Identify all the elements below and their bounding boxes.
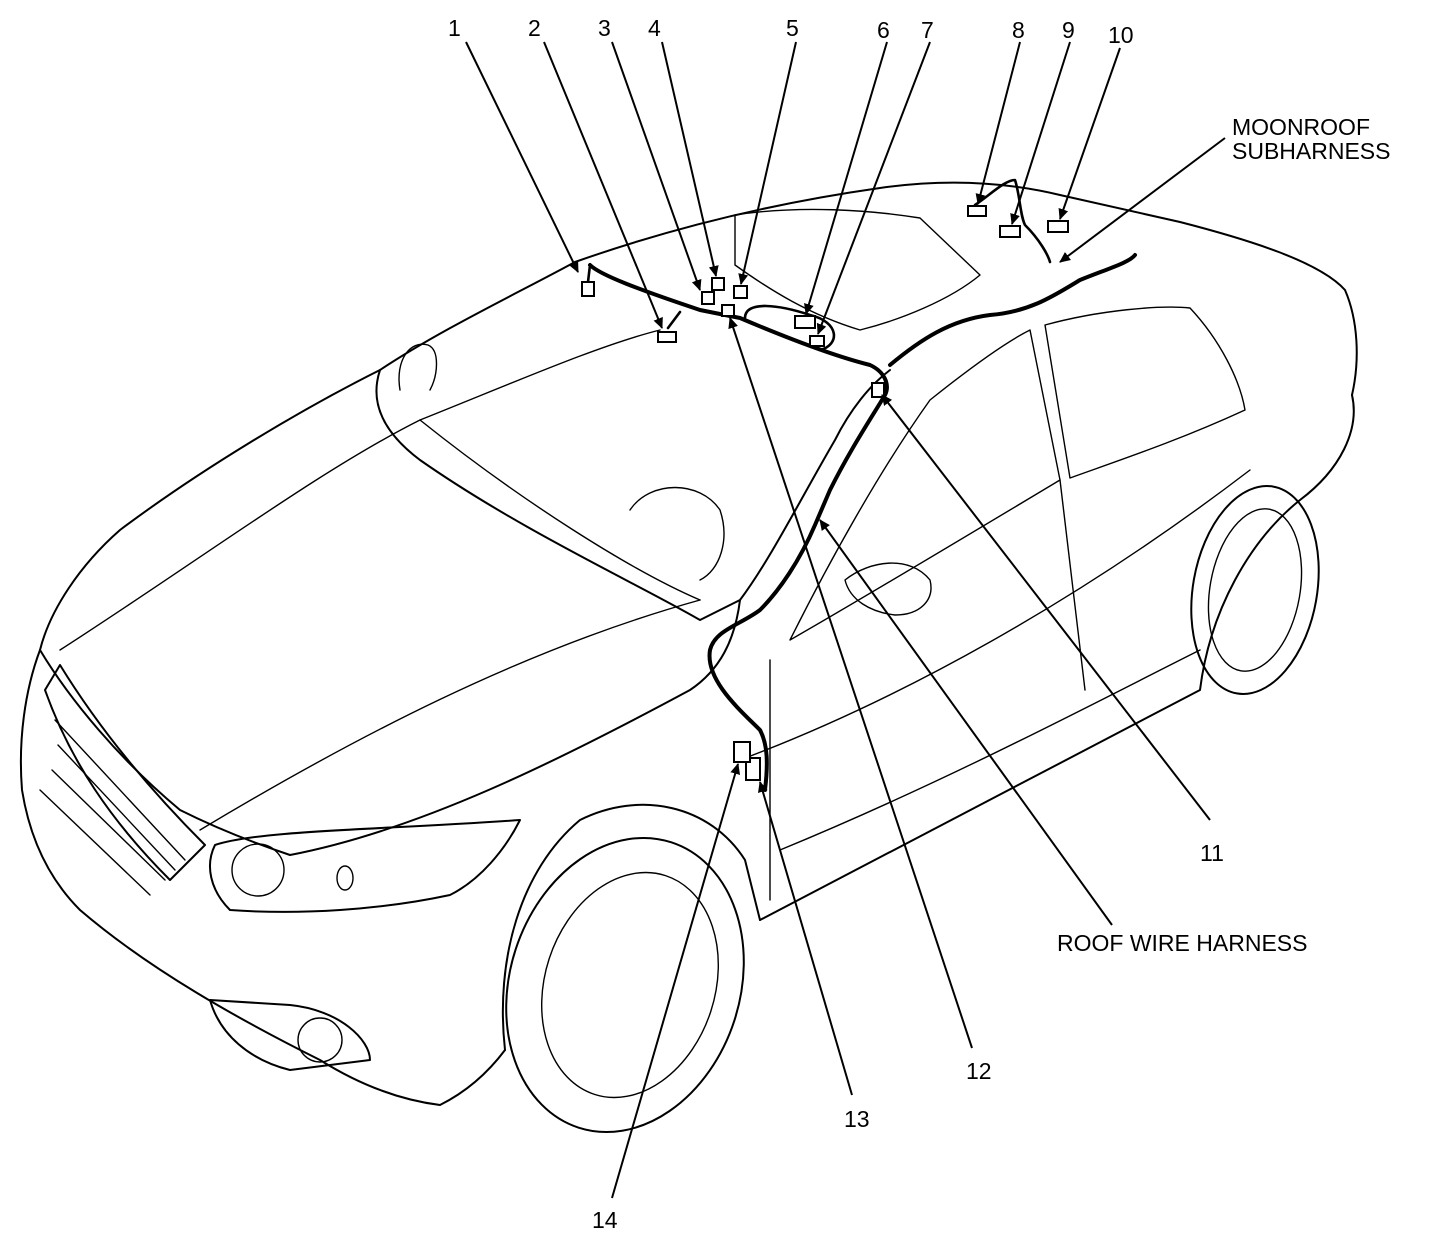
front-fender bbox=[501, 803, 761, 1051]
connector-11 bbox=[871, 382, 885, 398]
connector-13 bbox=[745, 757, 761, 781]
rear-wheel bbox=[1190, 485, 1320, 695]
leader-3 bbox=[611, 41, 702, 291]
leader-9 bbox=[1010, 41, 1071, 225]
leader-5 bbox=[738, 41, 797, 285]
leader-4 bbox=[661, 41, 719, 277]
fog-light-lens bbox=[297, 1017, 343, 1063]
callout-3: 3 bbox=[598, 15, 611, 41]
leader-6 bbox=[804, 41, 888, 315]
callout-11: 11 bbox=[1200, 840, 1224, 866]
harness-branch-1 bbox=[586, 263, 592, 284]
front-wheel-rim bbox=[540, 871, 720, 1099]
callout-9: 9 bbox=[1062, 17, 1075, 43]
roof-wire-harness-path bbox=[586, 178, 1137, 792]
moonroof-subharness-label-line1: MOONROOF bbox=[1232, 114, 1370, 140]
connectors bbox=[581, 205, 1069, 781]
leader-8 bbox=[975, 41, 1021, 205]
front-fascia bbox=[19, 649, 506, 1106]
roof-outline bbox=[574, 181, 1358, 396]
leader-7 bbox=[816, 41, 931, 335]
leader-lines bbox=[465, 41, 1226, 1199]
roof-harness-main bbox=[588, 263, 889, 792]
connector-5 bbox=[733, 285, 748, 299]
moonroof-subharness-path bbox=[973, 178, 1052, 264]
connector-6 bbox=[794, 315, 816, 329]
side-mirror bbox=[844, 562, 932, 616]
rear-wheel-rim bbox=[1207, 508, 1303, 672]
side-body bbox=[759, 394, 1355, 921]
door-line bbox=[769, 479, 1086, 901]
headlight bbox=[209, 819, 521, 913]
connector-2 bbox=[657, 331, 677, 343]
grille-bars bbox=[39, 719, 186, 896]
callout-14: 14 bbox=[592, 1207, 618, 1233]
callout-numbers: 1 2 3 4 5 6 7 8 9 10 11 12 13 14 bbox=[448, 15, 1224, 1233]
harness-branch-2 bbox=[666, 310, 682, 330]
callout-10: 10 bbox=[1108, 22, 1134, 48]
callout-13: 13 bbox=[844, 1106, 870, 1132]
callout-1: 1 bbox=[448, 15, 461, 41]
connector-1 bbox=[581, 281, 595, 297]
leader-12 bbox=[728, 317, 973, 1049]
leader-11 bbox=[881, 394, 1211, 821]
side-character-line bbox=[739, 469, 1251, 851]
windshield-inner bbox=[419, 329, 701, 601]
callout-8: 8 bbox=[1012, 17, 1025, 43]
callout-5: 5 bbox=[786, 15, 799, 41]
leader-13 bbox=[758, 781, 853, 1096]
leader-roof-wire-harness bbox=[819, 519, 1113, 926]
callout-6: 6 bbox=[877, 17, 890, 43]
moonroof-panel bbox=[734, 208, 981, 331]
hood-crease bbox=[59, 419, 701, 831]
front-wheel bbox=[505, 836, 745, 1134]
roof-wire-harness-label: ROOF WIRE HARNESS bbox=[1057, 930, 1307, 956]
grille bbox=[44, 664, 206, 881]
callout-7: 7 bbox=[921, 17, 934, 43]
connector-3 bbox=[701, 291, 715, 305]
connector-10 bbox=[1047, 220, 1069, 233]
headlight-marker bbox=[336, 865, 354, 891]
roof-harness-rear bbox=[888, 253, 1137, 367]
leader-2 bbox=[543, 41, 663, 329]
moonroof-subharness-label-line2: SUBHARNESS bbox=[1232, 138, 1390, 164]
leader-14 bbox=[611, 763, 741, 1199]
connector-7 bbox=[809, 335, 825, 347]
leader-10 bbox=[1058, 47, 1121, 220]
callout-4: 4 bbox=[648, 15, 661, 41]
connector-12 bbox=[721, 304, 735, 317]
seat-headrest bbox=[629, 486, 725, 581]
callout-2: 2 bbox=[528, 15, 541, 41]
connector-4 bbox=[711, 277, 725, 291]
diagram-labels: MOONROOF SUBHARNESS ROOF WIRE HARNESS bbox=[1057, 114, 1390, 956]
leader-moonroof-subharness bbox=[1059, 137, 1226, 263]
connector-14 bbox=[733, 741, 751, 763]
side-window-front bbox=[789, 329, 1061, 641]
leader-1 bbox=[465, 41, 579, 273]
windshield-outline bbox=[375, 261, 891, 621]
connector-8 bbox=[967, 205, 987, 217]
car-illustration bbox=[19, 181, 1358, 1134]
connector-9 bbox=[999, 225, 1021, 238]
left-mirror bbox=[398, 343, 438, 391]
headlight-lens bbox=[231, 843, 285, 897]
fog-light-housing bbox=[209, 999, 371, 1071]
side-window-rear bbox=[1044, 306, 1246, 479]
hood-outline bbox=[39, 369, 741, 856]
roof-harness-loop bbox=[743, 304, 836, 352]
callout-12: 12 bbox=[966, 1058, 992, 1084]
